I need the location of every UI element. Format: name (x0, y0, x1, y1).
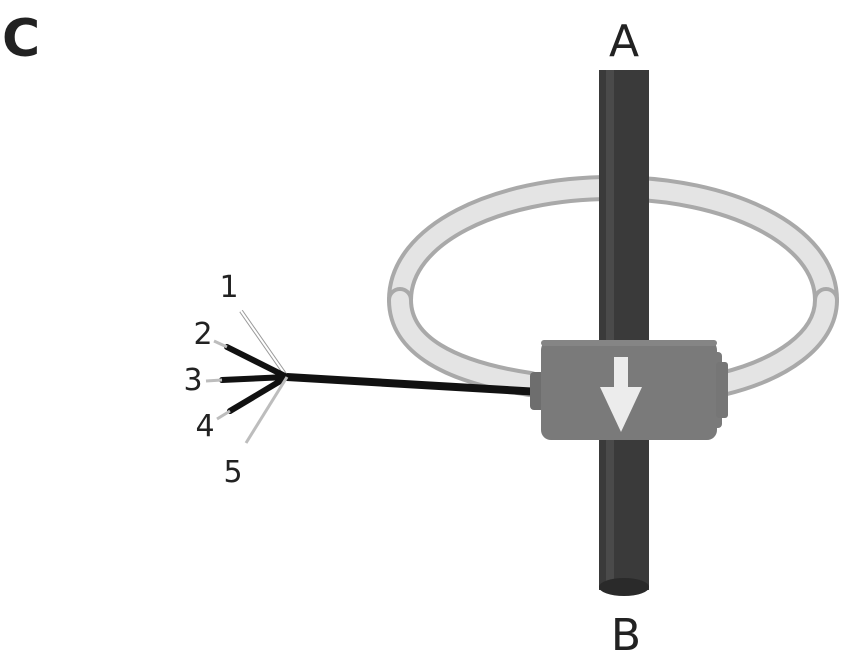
wire-2 (224, 344, 290, 380)
conductor-rod (599, 70, 649, 596)
conductor-bottom-label: B (611, 610, 641, 659)
wire-label-4: 4 (195, 409, 214, 444)
panel-label: C (2, 9, 40, 69)
wire-label-2: 2 (193, 317, 212, 352)
conductor-top-label: A (609, 16, 639, 67)
wire-4 (227, 374, 290, 414)
output-cable (205, 309, 544, 444)
wire-label-5: 5 (223, 455, 242, 490)
arrow-down-icon (600, 357, 642, 432)
wire-label-3: 3 (183, 363, 202, 398)
coil-loop-front (387, 287, 839, 397)
wire-5 (244, 376, 289, 444)
wire-label-1: 1 (219, 270, 238, 305)
wire-3 (219, 374, 290, 383)
